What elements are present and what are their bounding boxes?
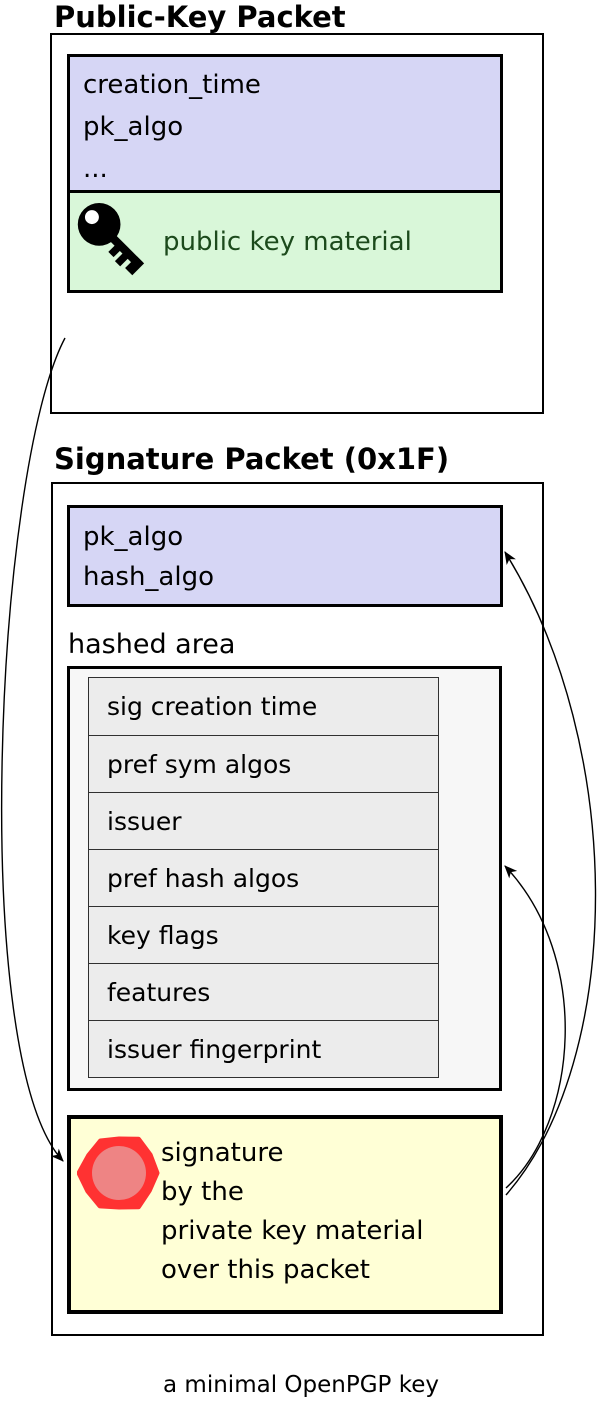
public-key-material-label: public key material bbox=[163, 226, 412, 257]
field-hash-algo: hash_algo bbox=[83, 562, 215, 592]
key-icon bbox=[77, 202, 145, 275]
signature-value-box: signature by the private key material ov… bbox=[67, 1115, 503, 1314]
signature-description: signature by the private key material ov… bbox=[161, 1134, 424, 1290]
signature-line: by the bbox=[161, 1177, 244, 1207]
signature-line: private key material bbox=[161, 1216, 424, 1246]
subpacket-issuer-fingerprint: issuer fingerprint bbox=[89, 1020, 438, 1077]
signature-packet-title: Signature Packet (0x1F) bbox=[54, 442, 450, 476]
field-creation-time: creation_time bbox=[83, 70, 261, 100]
public-key-packet-title: Public-Key Packet bbox=[54, 0, 346, 34]
field-ellipsis: ... bbox=[83, 154, 108, 184]
hashed-area-label: hashed area bbox=[68, 629, 236, 660]
signature-header-fields: pk_algo hash_algo bbox=[67, 505, 503, 607]
signature-line: over this packet bbox=[161, 1255, 371, 1285]
public-key-fields-box: creation_time pk_algo ... public key mat… bbox=[67, 54, 503, 293]
seal-icon bbox=[77, 1136, 160, 1210]
field-pk-algo: pk_algo bbox=[83, 522, 184, 552]
subpacket-sig-creation-time: sig creation time bbox=[89, 678, 438, 735]
subpacket-list: sig creation time pref sym algos issuer … bbox=[88, 677, 439, 1078]
subpacket-pref-sym-algos: pref sym algos bbox=[89, 735, 438, 792]
diagram-caption: a minimal OpenPGP key bbox=[163, 1372, 439, 1398]
public-key-material-box: public key material bbox=[70, 193, 500, 290]
subpacket-features: features bbox=[89, 963, 438, 1020]
signature-line: signature bbox=[161, 1138, 284, 1168]
hashed-area-box: sig creation time pref sym algos issuer … bbox=[67, 666, 502, 1091]
field-pk-algo: pk_algo bbox=[83, 112, 184, 142]
public-key-header-fields: creation_time pk_algo ... bbox=[70, 57, 500, 193]
subpacket-issuer: issuer bbox=[89, 792, 438, 849]
subpacket-key-flags: key flags bbox=[89, 906, 438, 963]
subpacket-pref-hash-algos: pref hash algos bbox=[89, 849, 438, 906]
